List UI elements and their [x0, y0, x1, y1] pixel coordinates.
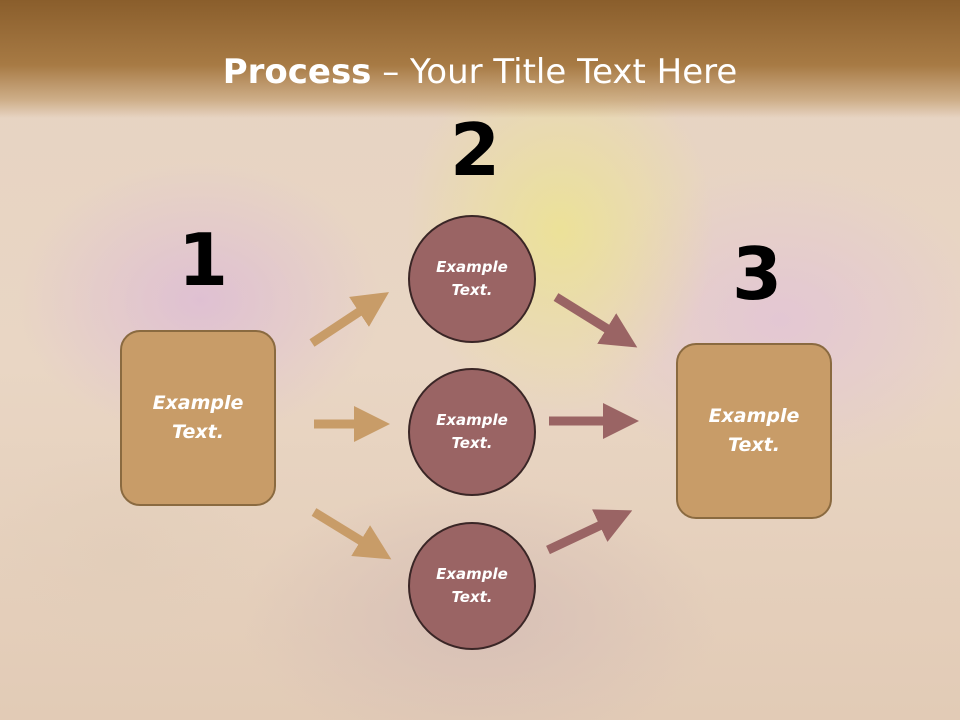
circle-1-text: Example Text.: [436, 258, 508, 299]
step-number-1: 1: [178, 218, 229, 302]
arrow-right-up: [546, 509, 633, 555]
circle-2: Example Text.: [408, 368, 536, 496]
step-box-1-text: Example Text.: [152, 392, 244, 443]
arrow-left-up: [309, 292, 390, 347]
circle-3-text: Example Text.: [436, 565, 508, 606]
circle-1: Example Text.: [408, 215, 536, 343]
arrow-left-down: [311, 508, 392, 560]
page-title: Process – Your Title Text Here: [0, 52, 960, 92]
title-rest: – Your Title Text Here: [371, 52, 738, 92]
step-number-3: 3: [732, 232, 783, 316]
circle-2-text: Example Text.: [436, 411, 508, 452]
circle-3: Example Text.: [408, 522, 536, 650]
title-bold: Process: [222, 52, 372, 92]
title-bar: [0, 0, 960, 118]
arrow-right-down: [553, 293, 638, 348]
step-box-1: Example Text.: [120, 330, 276, 506]
step-number-2: 2: [450, 108, 501, 192]
step-box-3: Example Text.: [676, 343, 832, 519]
step-box-3-text: Example Text.: [708, 405, 800, 456]
